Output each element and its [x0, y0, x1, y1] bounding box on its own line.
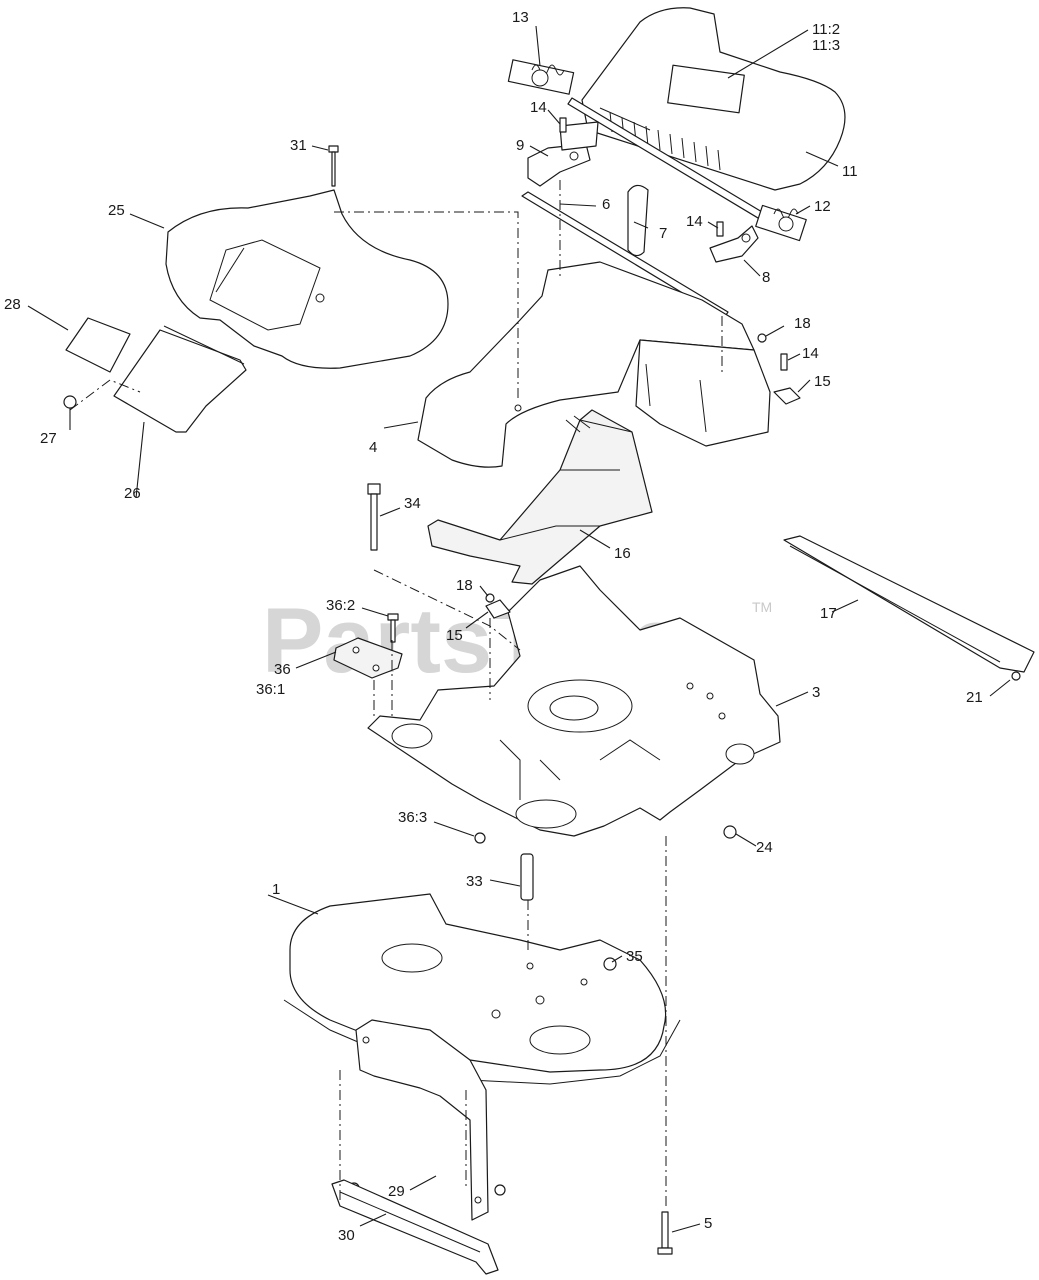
part-5-bolt: [657, 1211, 673, 1255]
part-27-nut: [63, 395, 77, 409]
callout-8: 8: [762, 269, 770, 286]
part-14-bolt-top: [559, 117, 567, 133]
callout-36-3: 36:3: [398, 809, 427, 826]
part-28-decal: [65, 317, 131, 373]
part-33-spacer: [520, 853, 534, 901]
part-26-plate: [113, 325, 247, 433]
callout-29: 29: [388, 1183, 405, 1200]
callout-9: 9: [516, 137, 524, 154]
callout-1: 1: [272, 881, 280, 898]
part-14-bolt-mid: [716, 221, 724, 237]
leader-lines: [27, 25, 1011, 1233]
callout-15-lower: 15: [446, 627, 463, 644]
part-29-bracket: [355, 1019, 489, 1221]
part-36-2-bolt: [387, 613, 399, 643]
part-30-skid: [331, 1179, 499, 1275]
callout-3: 3: [812, 684, 820, 701]
part-16-console: [427, 409, 653, 585]
part-14-bolt-right: [780, 353, 788, 371]
part-21-screw: [1011, 671, 1021, 681]
callout-14-mid: 14: [686, 213, 703, 230]
part-9-bracket: [527, 121, 599, 187]
callout-18-lower: 18: [456, 577, 473, 594]
callout-17: 17: [820, 605, 837, 622]
callout-13: 13: [512, 9, 529, 26]
callout-11-3: 11:3: [812, 37, 840, 54]
callout-21: 21: [966, 689, 983, 706]
part-15-bracket-upper: [773, 387, 801, 405]
callout-25: 25: [108, 202, 125, 219]
callout-27: 27: [40, 430, 57, 447]
callout-36: 36: [274, 661, 291, 678]
part-25-fender: [165, 189, 449, 369]
part-24-nut: [723, 825, 737, 839]
watermark-trademark: TM: [752, 599, 772, 615]
callout-31: 31: [290, 137, 307, 154]
part-7-handle: [627, 184, 649, 257]
callout-26: 26: [124, 485, 141, 502]
alignment-lines: [69, 180, 723, 1210]
callout-12: 12: [814, 198, 831, 215]
callout-11: 11: [842, 163, 858, 180]
callout-15-upper: 15: [814, 373, 831, 390]
callout-34: 34: [404, 495, 421, 512]
part-11-seat-cover: [567, 7, 846, 237]
part-8-bracket: [709, 225, 759, 263]
part-34-bolt: [367, 483, 381, 551]
callout-16: 16: [614, 545, 631, 562]
callout-18-upper: 18: [794, 315, 811, 332]
part-15-bracket-lower: [485, 599, 511, 619]
callout-36-1: 36:1: [256, 681, 285, 698]
part-3-frame: [367, 565, 781, 837]
callout-28: 28: [4, 296, 21, 313]
part-6-rod: [521, 191, 729, 319]
callout-5: 5: [704, 1215, 712, 1232]
callout-36-2: 36:2: [326, 597, 355, 614]
part-13-spring: [507, 59, 575, 95]
callout-24: 24: [756, 839, 773, 856]
part-29-bolt-right: [494, 1184, 506, 1196]
callout-7: 7: [659, 225, 667, 242]
part-12-spring: [755, 204, 807, 242]
callout-14-top: 14: [530, 99, 547, 116]
callout-35: 35: [626, 948, 643, 965]
part-18-bolt-upper: [757, 333, 767, 343]
callout-14-right: 14: [802, 345, 819, 362]
callout-labels: 1 3 4 5 6 7 8 9 11 11:2 11:3 12 13 14 14…: [4, 9, 983, 1244]
part-4-hood: [417, 261, 771, 468]
part-36-plate: [333, 637, 403, 679]
part-36-3-nut: [474, 832, 486, 844]
part-31-bolt: [328, 145, 339, 187]
part-35-nut: [603, 957, 617, 971]
callout-11-2: 11:2: [812, 21, 840, 38]
callout-6: 6: [602, 196, 610, 213]
part-1-deck: [283, 893, 681, 1085]
part-17-rail: [783, 535, 1035, 673]
callout-33: 33: [466, 873, 483, 890]
callout-4: 4: [369, 439, 377, 456]
callout-30: 30: [338, 1227, 355, 1244]
